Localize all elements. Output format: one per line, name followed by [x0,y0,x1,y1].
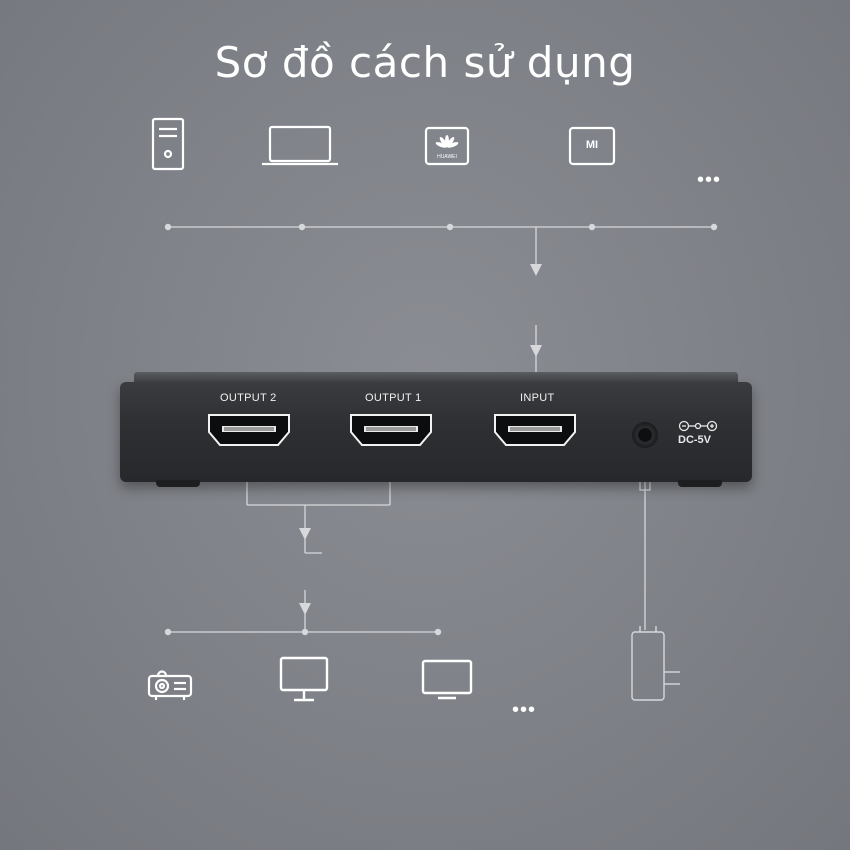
node-dot [446,223,454,231]
node-dot [301,628,309,636]
node-dot [588,223,596,231]
more-displays-indicator: ••• [512,699,537,721]
node-dot [434,628,442,636]
power-adapter-icon [631,626,680,701]
hdmi-input-port [494,414,576,446]
node-dot [298,223,306,231]
huawei-brand-text: HUAWEI [437,154,457,160]
huawei-box-icon: HUAWEI [424,126,470,166]
arrow-down-icon [299,528,311,540]
monitor-icon [279,656,329,702]
xiaomi-brand-text: MI [585,139,599,151]
page-title: Sơ đồ cách sử dụng [214,38,636,87]
tv-icon [421,659,473,700]
node-dot [710,223,718,231]
device-top-edge [134,372,738,384]
more-sources-indicator: ••• [697,169,722,191]
desktop-pc-icon [151,117,185,171]
node-dot [164,628,172,636]
output-2-label: OUTPUT 2 [220,392,277,404]
dc-power-jack [632,422,658,448]
input-label: INPUT [520,392,555,404]
node-dot [164,223,172,231]
arrow-down-icon [299,603,311,615]
output-1-label: OUTPUT 1 [365,392,422,404]
dc-voltage-label: DC-5V [678,434,712,446]
arrow-down-icon [530,264,542,276]
device-foot [678,480,722,487]
arrow-down-icon [530,345,542,357]
laptop-icon [262,125,338,166]
projector-icon [147,670,193,700]
xiaomi-box-icon: MI [568,126,616,166]
device-foot [156,480,200,487]
dc-polarity-icon [678,420,718,432]
hdmi-splitter-device: OUTPUT 2 OUTPUT 1 INPUT DC-5V [120,372,752,487]
hdmi-output-2-port [208,414,290,446]
hdmi-output-1-port [350,414,432,446]
